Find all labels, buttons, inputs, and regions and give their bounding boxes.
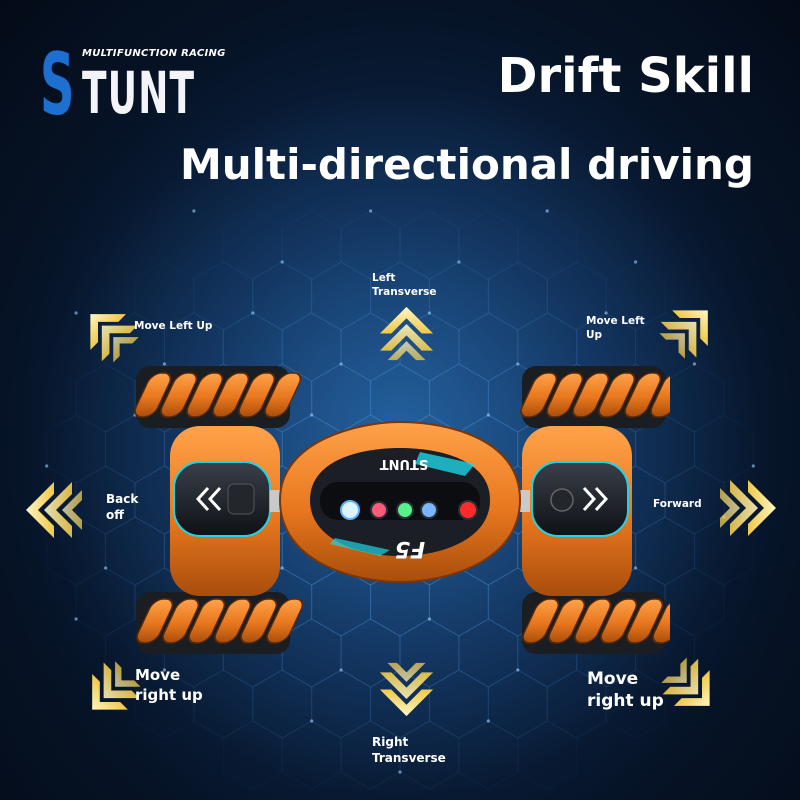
label-back-off-line2: off [106, 507, 124, 522]
label-move-left-up: Move Left Up [134, 320, 213, 332]
label-right-transverse-line2: Transverse [372, 750, 446, 765]
right-rear-wheel [518, 592, 670, 654]
label-move-right-up-right: Move right up [587, 668, 664, 712]
hex-node [751, 464, 755, 468]
hex-node [45, 464, 49, 468]
label-left-transverse-line1: Left [372, 272, 396, 284]
hex-cell [517, 720, 578, 790]
hex-node [280, 566, 284, 570]
hex-cell [311, 261, 372, 331]
hex-node [545, 209, 549, 213]
hex-node [74, 617, 78, 621]
hex-node [634, 566, 638, 570]
hex-node [692, 362, 697, 366]
hex-node [457, 260, 461, 264]
led-blue [420, 501, 438, 519]
hex-node [310, 719, 314, 723]
led-red-2 [458, 500, 478, 520]
hex-cell [370, 363, 430, 433]
hex-node [162, 362, 166, 366]
stunt-logo: MULTIFUNCTION RACING S TUNT [40, 42, 225, 138]
hex-node [427, 617, 431, 621]
hex-node [310, 413, 314, 417]
label-move-left-up-right-line1: Move Left [586, 315, 645, 327]
led-green [396, 501, 414, 519]
car-body-text: STUNT [380, 456, 429, 471]
label-right-transverse: Right Transverse [372, 735, 446, 766]
hex-cell [222, 720, 283, 790]
hex-node [104, 566, 108, 570]
label-move-right-up-right-line2: right up [587, 691, 664, 712]
label-move-right-up-left-line1: Move [135, 666, 181, 684]
left-drive-pod [170, 426, 280, 596]
hex-node [516, 362, 520, 366]
hex-node [192, 209, 196, 213]
hex-node [162, 668, 166, 672]
led-white [340, 500, 360, 520]
led-red-1 [370, 501, 388, 519]
hex-node [427, 311, 431, 315]
hex-node [339, 668, 343, 672]
label-move-right-up-right-line1: Move [587, 669, 639, 689]
right-drive-pod [522, 426, 632, 596]
logo-wordmark: TUNT [82, 59, 196, 127]
hex-node [516, 668, 520, 672]
hex-node [486, 719, 490, 723]
hex-node [634, 260, 638, 264]
label-move-right-up-left: Move right up [135, 666, 203, 705]
page-title: Drift Skill [497, 48, 754, 104]
hex-node [74, 311, 78, 315]
label-right-transverse-line1: Right [372, 735, 409, 749]
left-rear-wheel [132, 592, 307, 654]
page-subtitle: Multi-directional driving [179, 140, 754, 189]
label-move-left-up-right: Move Left Up [586, 315, 645, 342]
label-back-off-line1: Back [106, 492, 139, 506]
label-move-right-up-left-line2: right up [135, 685, 203, 704]
hex-node [604, 311, 608, 315]
label-left-transverse: Left Transverse [372, 272, 437, 299]
label-forward: Forward [653, 498, 702, 510]
hex-cell [487, 261, 548, 331]
right-front-wheel [516, 366, 670, 428]
label-move-left-up-right-line2: Up [586, 328, 603, 341]
logo-subtitle: MULTIFUNCTION RACING [82, 48, 226, 59]
car-model-text: F5 [395, 536, 425, 561]
hex-node [280, 260, 284, 264]
hex-node [486, 413, 490, 417]
hex-cell [134, 261, 195, 331]
hex-node [369, 209, 373, 213]
hex-cell [193, 669, 254, 739]
hex-node [251, 311, 255, 315]
logo-letter-s: S [40, 35, 75, 135]
hex-node [398, 770, 402, 774]
hex-node [339, 362, 343, 366]
left-front-wheel [130, 366, 305, 428]
hex-cell [605, 669, 666, 739]
label-back-off: Back off [106, 492, 138, 523]
stunt-car-illustration: STUNT F5 [130, 366, 670, 654]
hex-cell [546, 669, 607, 739]
label-left-transverse-line2: Transverse [372, 285, 437, 298]
car-body: STUNT F5 [278, 420, 522, 584]
